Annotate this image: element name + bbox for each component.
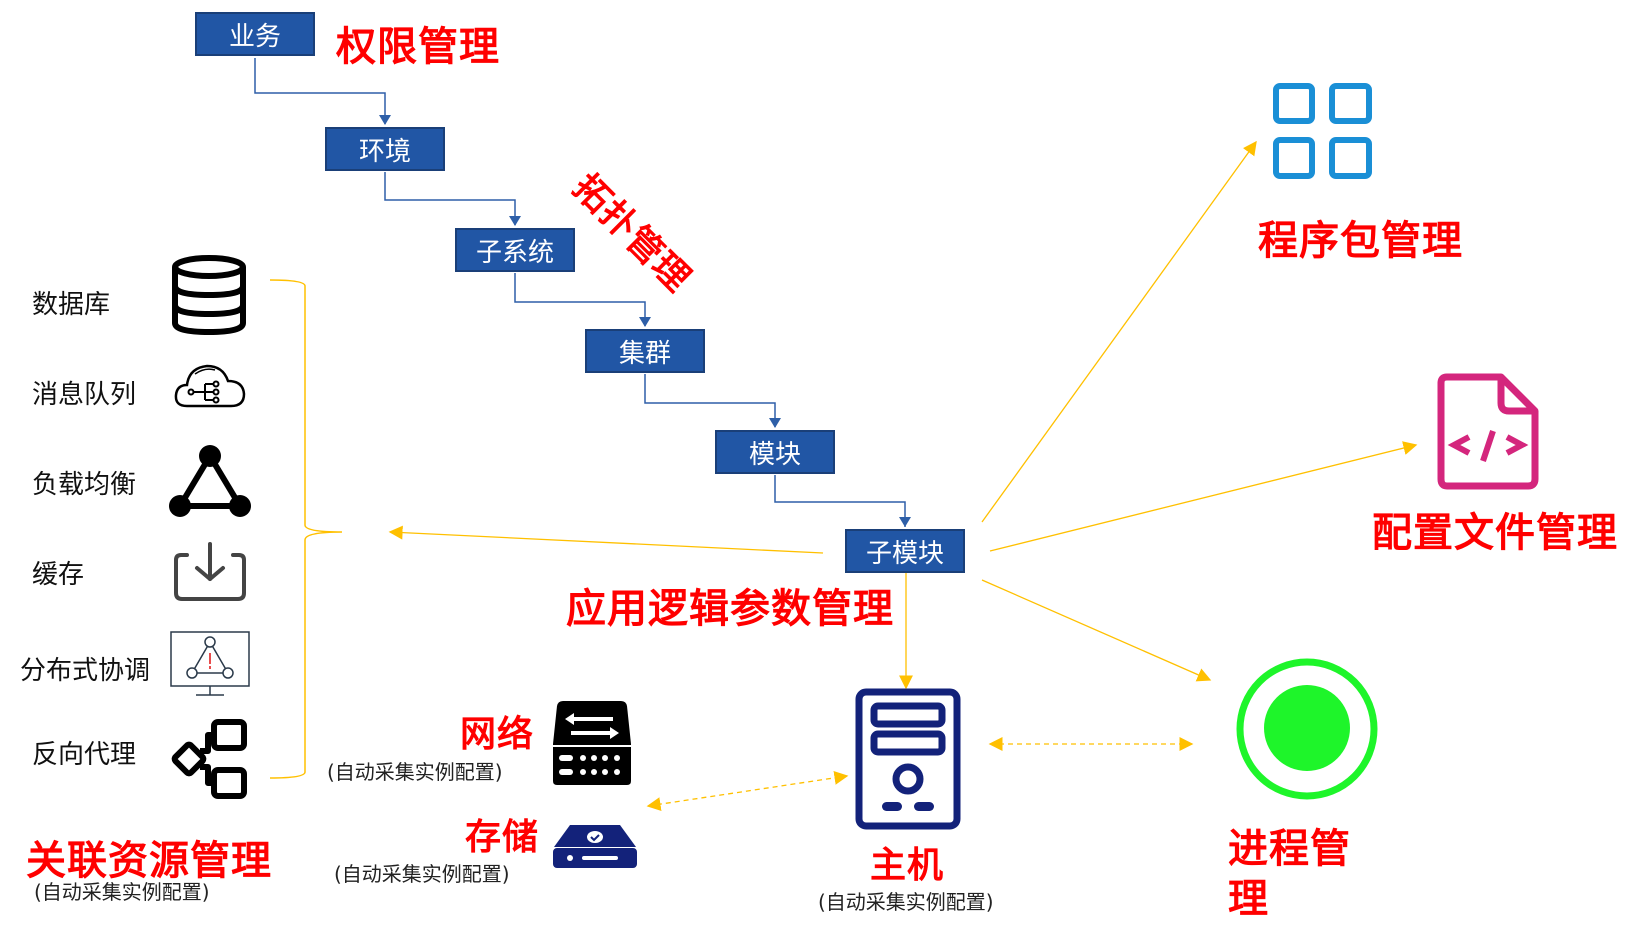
host-server-icon[interactable] xyxy=(855,688,961,830)
arrowhead xyxy=(639,317,651,327)
label-app-params-management: 应用逻辑参数管理 xyxy=(566,586,894,632)
flow-connector xyxy=(384,172,516,225)
dashed-arrow-network-host xyxy=(646,770,849,812)
database-icon[interactable] xyxy=(170,255,248,335)
distributed-coordination-icon[interactable] xyxy=(170,631,252,701)
node-environment[interactable]: 环境 xyxy=(325,127,445,171)
grid-apps-icon[interactable] xyxy=(1272,82,1374,180)
resource-label-reverse-proxy: 反向代理 xyxy=(32,740,137,770)
storage-subtitle: (自动采集实例配置) xyxy=(334,862,510,886)
node-module[interactable]: 模块 xyxy=(715,430,835,474)
arrowhead xyxy=(509,216,521,226)
resource-label-database: 数据库 xyxy=(32,290,111,320)
arrow-to-config xyxy=(989,441,1418,552)
related-resource-subtitle: (自动采集实例配置) xyxy=(34,880,210,904)
network-subtitle: (自动采集实例配置) xyxy=(327,760,503,784)
arrowhead xyxy=(769,418,781,428)
load-balancer-icon[interactable] xyxy=(168,444,252,518)
reverse-proxy-icon[interactable] xyxy=(170,718,250,800)
arrow-to-resources xyxy=(388,525,824,554)
node-cluster[interactable]: 集群 xyxy=(585,329,705,373)
message-queue-cloud-icon[interactable] xyxy=(173,360,247,410)
label-config-file-management: 配置文件管理 xyxy=(1372,510,1618,556)
label-host: 主机 xyxy=(870,845,945,886)
resource-label-cache: 缓存 xyxy=(32,560,85,590)
label-package-management: 程序包管理 xyxy=(1258,218,1463,264)
label-related-resource-management: 关联资源管理 xyxy=(26,838,272,884)
label-storage: 存储 xyxy=(465,817,540,858)
arrowhead xyxy=(899,517,911,527)
label-permission-management: 权限管理 xyxy=(336,24,500,70)
storage-drive-icon[interactable] xyxy=(552,823,638,869)
flow-connector xyxy=(774,475,906,527)
process-status-icon[interactable] xyxy=(1234,656,1380,802)
code-file-icon[interactable] xyxy=(1437,373,1541,491)
label-process-management-line2: 理 xyxy=(1228,876,1269,922)
arrow-to-process xyxy=(981,579,1212,682)
network-switch-icon[interactable] xyxy=(551,699,633,787)
flow-connector xyxy=(254,58,386,124)
host-subtitle: (自动采集实例配置) xyxy=(818,890,994,914)
arrowhead xyxy=(379,115,391,125)
resource-bracket xyxy=(269,279,343,779)
node-submodule[interactable]: 子模块 xyxy=(845,529,965,573)
node-subsystem[interactable]: 子系统 xyxy=(455,228,575,272)
arrow-to-package xyxy=(981,140,1257,523)
node-business[interactable]: 业务 xyxy=(195,12,315,56)
label-process-management-line1: 进程管 xyxy=(1228,826,1351,872)
resource-label-distributed-coordination: 分布式协调 xyxy=(20,656,151,686)
cache-download-icon[interactable] xyxy=(173,541,247,603)
label-network: 网络 xyxy=(460,714,535,755)
flow-connector xyxy=(514,273,646,326)
flow-connector xyxy=(644,374,776,427)
resource-label-load-balancer: 负载均衡 xyxy=(32,470,137,500)
resource-label-message-queue: 消息队列 xyxy=(32,380,137,410)
